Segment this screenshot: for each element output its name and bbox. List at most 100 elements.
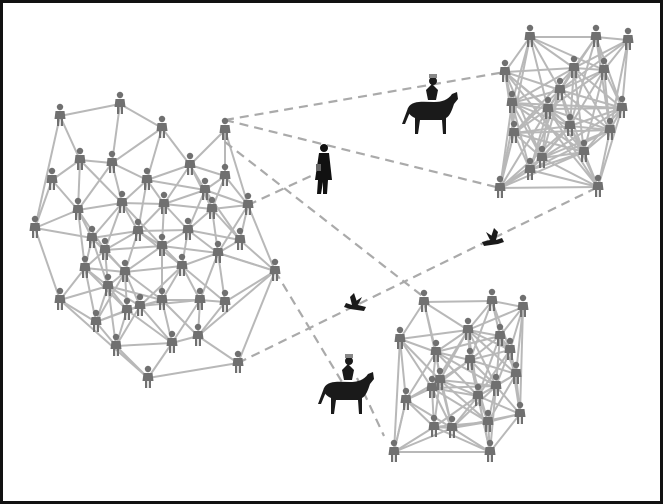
person-icon (142, 365, 154, 388)
person-icon (46, 167, 58, 190)
top-right-link (541, 151, 585, 159)
bottom-right-link (469, 359, 517, 375)
bottom-right-link (431, 387, 453, 429)
person-icon (578, 139, 590, 162)
left-link (161, 299, 199, 337)
bottom-right-link (399, 338, 437, 353)
bottom-right-link (433, 395, 479, 428)
left-link (124, 245, 163, 273)
top-right-link (559, 69, 605, 91)
top-right-link (504, 71, 599, 188)
bottom-right-link (399, 338, 433, 389)
bottom-right-link (405, 399, 435, 428)
person-icon (219, 117, 231, 140)
person-icon (564, 113, 576, 136)
left-link (34, 227, 61, 301)
person-icon (494, 175, 506, 198)
left-link (104, 245, 163, 251)
top-right-link (573, 39, 629, 69)
person-icon (490, 373, 502, 396)
bottom-right-link (477, 395, 521, 415)
person-icon (72, 197, 84, 220)
top-right-link (529, 36, 549, 110)
person-icon (79, 255, 91, 278)
bird-icon (482, 228, 504, 246)
person-icon (119, 259, 131, 282)
person-icon (212, 240, 224, 263)
person-icon (232, 350, 244, 373)
top-right-link (511, 102, 585, 153)
top-right-link (569, 107, 623, 127)
left-link (121, 202, 163, 247)
person-icon (524, 157, 536, 180)
person-icon (199, 177, 211, 200)
top-right-link (511, 67, 575, 104)
person-icon (184, 152, 196, 175)
long-range-links (224, 70, 599, 437)
person-icon (462, 317, 474, 340)
left-link (187, 229, 219, 254)
top-right-link (504, 71, 543, 159)
top-right-link (573, 67, 623, 109)
person-icon (514, 401, 526, 424)
bottom-right-link (439, 379, 479, 397)
left-link (189, 164, 226, 177)
left-link (111, 162, 148, 181)
long-range-link (274, 270, 343, 383)
top-right-link (559, 89, 611, 131)
top-right-link (559, 89, 623, 109)
left-link (124, 271, 163, 301)
person-icon (176, 253, 188, 276)
left-link (139, 265, 183, 307)
top-right-link (559, 39, 629, 91)
person-icon (219, 289, 231, 312)
left-link (224, 270, 276, 303)
left-link (34, 227, 93, 239)
messenger-icon (315, 144, 332, 194)
left-link (126, 309, 173, 344)
left-link (237, 270, 276, 364)
top-right-link (504, 71, 561, 91)
agents (315, 74, 504, 414)
bottom-right-link (489, 413, 521, 453)
person-icon (242, 192, 254, 215)
bird-icon (344, 293, 366, 311)
bottom-right-link (439, 379, 497, 387)
bottom-right-link (519, 306, 524, 415)
person-icon (132, 218, 144, 241)
left-link (34, 115, 61, 229)
left-link (161, 245, 219, 254)
left-link (111, 127, 163, 164)
person-icon (394, 326, 406, 349)
left-link (197, 301, 226, 337)
left-link (147, 342, 173, 379)
left-link (104, 230, 139, 251)
bottom-right-link (435, 329, 469, 353)
bottom-right-link (467, 329, 511, 351)
person-icon (482, 409, 494, 432)
person-icon (156, 115, 168, 138)
bottom-right-link (399, 329, 469, 340)
person-icon (486, 288, 498, 311)
left-link (163, 189, 206, 205)
left-link (91, 230, 139, 239)
person-icon (388, 439, 400, 462)
person-icon (192, 323, 204, 346)
top-right-link (595, 36, 629, 41)
top-right-link (547, 108, 611, 131)
intra-community-links (34, 36, 629, 453)
top-right-link (504, 67, 575, 73)
bottom-right-link (435, 351, 471, 361)
left-link (189, 129, 226, 166)
person-icon (568, 55, 580, 78)
person-icon (102, 273, 114, 296)
top-right-link (609, 39, 629, 131)
person-icon (590, 24, 602, 47)
long-range-link (224, 70, 506, 122)
left-link (77, 162, 113, 211)
long-range-link (237, 186, 599, 364)
left-link (119, 103, 163, 129)
person-icon (54, 287, 66, 310)
left-link (163, 203, 213, 210)
